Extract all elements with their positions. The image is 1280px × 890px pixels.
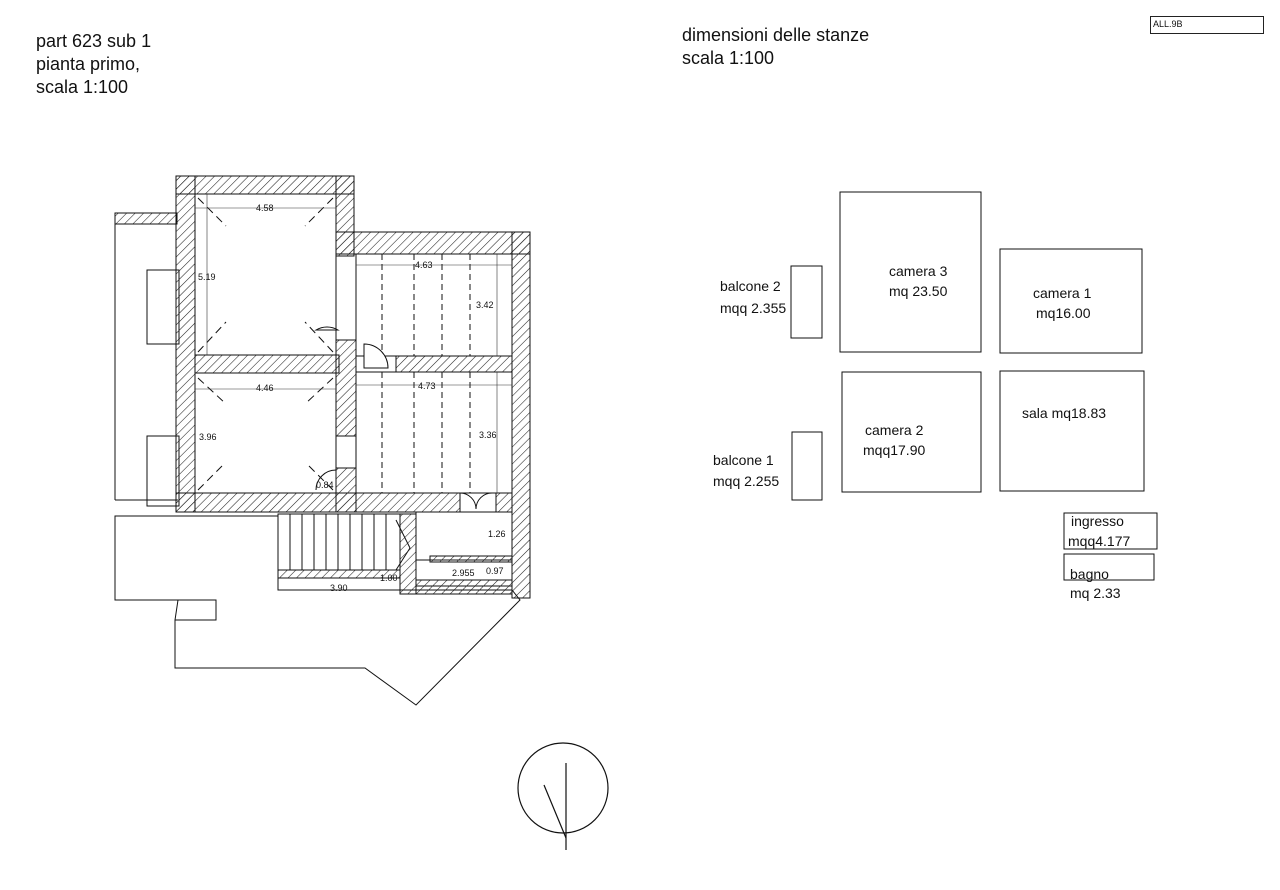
- dim-camera-1-width: 4.63: [415, 260, 433, 270]
- dim-ingresso-depth: 1.26: [488, 529, 506, 539]
- room-area-labels: camera 3 mq 23.50 camera 1 mq16.00 balco…: [713, 263, 1130, 601]
- camera-3-room: [194, 193, 337, 356]
- camera-3-area: mq 23.50: [889, 283, 948, 299]
- stair-treads: [289, 514, 387, 570]
- camera-2-name: camera 2: [865, 422, 924, 438]
- attachment-label: ALL.9B: [1150, 16, 1264, 34]
- dim-sala-width: 4.73: [418, 381, 436, 391]
- terrace-outline: [114, 515, 521, 706]
- camera-2-box: [841, 371, 982, 493]
- room-dimensions-title: dimensioni delle stanze: [682, 25, 870, 45]
- bagno-area: mq 2.33: [1070, 585, 1121, 601]
- balcone-1-area: mqq 2.255: [713, 473, 779, 489]
- balcony-2-ledge: [114, 212, 178, 225]
- door-camera-2: [315, 469, 337, 491]
- stairs: [277, 513, 401, 579]
- camera-1-area: mq16.00: [1036, 305, 1091, 321]
- north-arrow-icon: [517, 742, 609, 850]
- camera-3-box: [839, 191, 982, 353]
- room-dimensions-scale: scala 1:100: [682, 48, 775, 68]
- dimension-lines: [195, 194, 512, 493]
- bagno-box: [1063, 553, 1155, 581]
- balcone-2-name: balcone 2: [720, 278, 781, 294]
- sala-box: [999, 370, 1145, 492]
- balcone-1-box: [791, 431, 823, 501]
- camera-3-ceiling-diagonals: [197, 197, 334, 491]
- camera-2-room: [194, 372, 337, 494]
- dim-camera-3-width: 4.58: [256, 203, 274, 213]
- ingresso-box: [1063, 512, 1158, 550]
- plan-floor-label: pianta primo,: [36, 54, 141, 74]
- dim-sala-depth: 3.36: [479, 430, 497, 440]
- dim-bagno-width: 2.955: [452, 568, 475, 578]
- room-dimensions-title-block: dimensioni delle stanze scala 1:100: [682, 24, 869, 70]
- dim-stair-length: 3.90: [330, 583, 348, 593]
- plan-title-block: part 623 sub 1 pianta primo, scala 1:100: [36, 30, 151, 99]
- floor-plan-dimension-labels: 4.58 5.19 4.63 3.42 4.46 4.73 3.96 3.36 …: [198, 203, 506, 593]
- camera-1-room: [355, 253, 513, 357]
- door-sala: [363, 343, 389, 369]
- plan-scale-label: scala 1:100: [36, 77, 129, 97]
- dim-door-width: 0.84: [316, 480, 334, 490]
- dim-camera-3-depth: 5.19: [198, 272, 216, 282]
- dim-camera-1-depth: 3.42: [476, 300, 494, 310]
- floor-plan: [114, 175, 531, 706]
- exterior-walls: [175, 175, 531, 599]
- camera-3-name: camera 3: [889, 263, 948, 279]
- balcone-2-box: [790, 265, 823, 339]
- plan-parcel-label: part 623 sub 1: [36, 31, 152, 51]
- balcone-2-area: mqq 2.355: [720, 300, 786, 316]
- dim-camera-2-depth: 3.96: [199, 432, 217, 442]
- door-ingresso: [459, 492, 493, 510]
- room-area-diagram: [790, 191, 1158, 581]
- camera-1-box: [999, 248, 1143, 354]
- dim-bagno-depth: 0.97: [486, 566, 504, 576]
- balcony-1-outline: [146, 435, 180, 507]
- dim-stair-landing: 1.00: [380, 573, 398, 583]
- dim-camera-2-width: 4.46: [256, 383, 274, 393]
- balcony-2-outline: [146, 269, 180, 345]
- ceiling-beams: [381, 254, 471, 493]
- ingresso-name: ingresso: [1071, 513, 1124, 529]
- sala-name-area: sala mq18.83: [1022, 405, 1106, 421]
- sala-room: [355, 371, 513, 494]
- camera-1-name: camera 1: [1033, 285, 1092, 301]
- ingresso-area: mqq4.177: [1068, 533, 1130, 549]
- balcone-1-name: balcone 1: [713, 452, 774, 468]
- door-camera-3: [314, 326, 340, 331]
- bagno-name: bagno: [1070, 566, 1109, 582]
- camera-2-area: mqq17.90: [863, 442, 925, 458]
- terrace-step: [175, 599, 217, 621]
